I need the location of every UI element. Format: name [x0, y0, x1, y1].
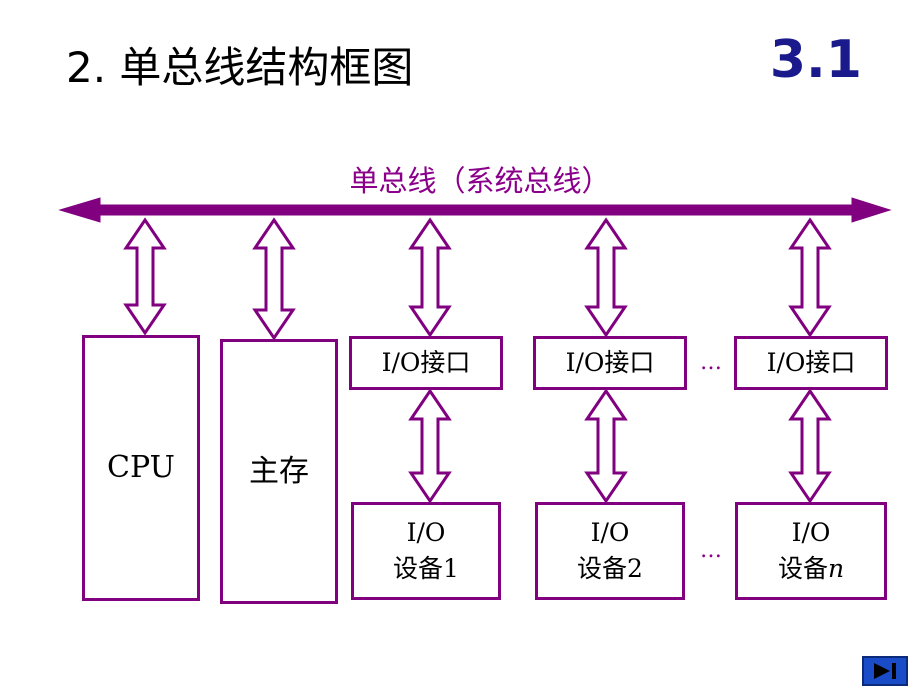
io-device-1: I/O 设备1	[351, 502, 501, 600]
next-end-icon	[874, 663, 896, 679]
io-interface-2-bus-arrow	[584, 217, 628, 338]
io-device-n-link-arrow	[788, 388, 832, 504]
io-device-line1: I/O	[590, 518, 630, 547]
section-number: 3.1	[769, 30, 862, 90]
io-device-line2: 设备	[777, 554, 828, 583]
bus-label: 单总线（系统总线）	[349, 164, 611, 198]
io-interface-n: I/O接口	[734, 336, 888, 390]
io-device-number: 2	[627, 554, 643, 583]
io-device-2: I/O 设备2	[535, 502, 685, 600]
slide-title: 2. 单总线结构框图	[66, 43, 414, 92]
io-interface-n-bus-arrow	[788, 217, 832, 338]
io-device-1-link-arrow	[408, 388, 452, 504]
io-device-line2: 设备	[393, 554, 444, 583]
cpu-box: CPU	[82, 335, 200, 601]
io-interface-label: I/O接口	[381, 348, 471, 377]
io-device-number: 1	[443, 554, 459, 583]
io-interface-2: I/O接口	[533, 336, 687, 390]
memory-bus-arrow	[252, 217, 296, 341]
system-bus-arrow	[58, 197, 892, 223]
io-interface-label: I/O接口	[766, 348, 856, 377]
ellipsis-devices: …	[700, 538, 722, 563]
io-device-n: I/O 设备n	[735, 502, 887, 600]
io-interface-label: I/O接口	[565, 348, 655, 377]
io-device-number: n	[827, 554, 845, 583]
io-device-line2: 设备	[577, 554, 628, 583]
io-device-line1: I/O	[791, 518, 831, 547]
ellipsis-interfaces: …	[700, 350, 722, 375]
memory-box: 主存	[220, 339, 338, 604]
cpu-label: CPU	[107, 450, 175, 485]
memory-label: 主存	[249, 453, 309, 489]
io-interface-1-bus-arrow	[408, 217, 452, 338]
cpu-bus-arrow	[123, 217, 167, 336]
io-interface-1: I/O接口	[349, 336, 503, 390]
io-device-2-link-arrow	[584, 388, 628, 504]
io-device-line1: I/O	[406, 518, 446, 547]
next-end-button[interactable]	[862, 656, 908, 686]
